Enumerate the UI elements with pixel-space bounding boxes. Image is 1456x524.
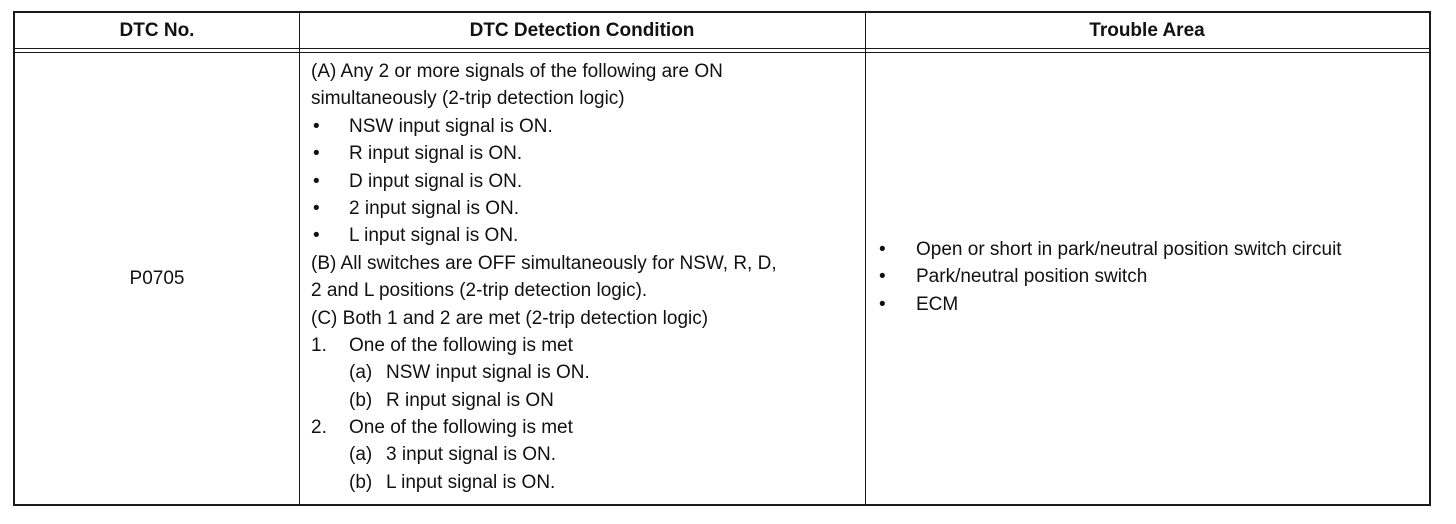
trouble-area-text: Park/neutral position switch [916, 266, 1148, 288]
item-number: 2. [311, 417, 327, 439]
sub-item-label: (a) [349, 362, 373, 384]
sub-item-text: R input signal is ON [386, 389, 554, 411]
bullet-icon: • [313, 225, 320, 247]
list-item: • Open or short in park/neutral position… [877, 236, 1427, 263]
bullet-icon: • [313, 143, 320, 165]
sub-item-label: (b) [349, 471, 373, 493]
sub-item-label: (a) [349, 444, 373, 466]
trouble-area-cell: • Open or short in park/neutral position… [877, 236, 1427, 318]
list-item: • 2 input signal is ON. [311, 195, 861, 222]
numbered-item-text: One of the following is met [349, 417, 573, 439]
header-detection-condition: DTC Detection Condition [469, 20, 695, 41]
column-divider [299, 13, 300, 504]
bullet-icon: • [313, 115, 320, 137]
table-header-row: DTC No. DTC Detection Condition Trouble … [15, 13, 1429, 53]
sub-item-text: 3 input signal is ON. [386, 444, 557, 466]
sub-item: (b) L input signal is ON. [311, 469, 861, 496]
condition-a-heading: (A) Any 2 or more signals of the followi… [311, 61, 723, 82]
sub-item: (a) 3 input signal is ON. [311, 441, 861, 468]
list-item-text: NSW input signal is ON. [349, 115, 553, 137]
list-item: • Park/neutral position switch [877, 263, 1427, 290]
trouble-area-text: ECM [916, 293, 959, 315]
detection-condition-cell: (A) Any 2 or more signals of the followi… [311, 58, 861, 496]
numbered-item: 1. One of the following is met [311, 332, 861, 359]
bullet-icon: • [879, 266, 886, 288]
condition-a-heading-cont: simultaneously (2-trip detection logic) [311, 88, 625, 110]
header-dtc-no: DTC No. [119, 20, 195, 41]
bullet-icon: • [313, 170, 320, 192]
condition-b-cont: 2 and L positions (2-trip detection logi… [311, 280, 648, 302]
bullet-icon: • [313, 197, 320, 219]
condition-b: (B) All switches are OFF simultaneously … [311, 252, 777, 274]
sub-item: (b) R input signal is ON [311, 387, 861, 414]
table-row: P0705 (A) Any 2 or more signals of the f… [15, 54, 1429, 504]
column-divider [865, 13, 866, 504]
dtc-code: P0705 [129, 268, 185, 289]
list-item-text: D input signal is ON. [349, 170, 523, 192]
sub-item: (a) NSW input signal is ON. [311, 359, 861, 386]
sub-item-text: NSW input signal is ON. [386, 362, 590, 384]
list-item-text: 2 input signal is ON. [349, 197, 520, 219]
sub-item-label: (b) [349, 389, 373, 411]
condition-c: (C) Both 1 and 2 are met (2-trip detecti… [311, 307, 709, 329]
trouble-area-text: Open or short in park/neutral position s… [916, 239, 1342, 260]
item-number: 1. [311, 334, 327, 356]
dtc-code-cell: P0705 [15, 54, 299, 504]
sub-item-text: L input signal is ON. [386, 471, 556, 493]
bullet-icon: • [879, 293, 886, 315]
list-item: • ECM [877, 291, 1427, 318]
list-item: • NSW input signal is ON. [311, 113, 861, 140]
list-item-text: R input signal is ON. [349, 143, 523, 165]
header-trouble-area: Trouble Area [1089, 20, 1205, 41]
list-item: • D input signal is ON. [311, 168, 861, 195]
list-item: • R input signal is ON. [311, 140, 861, 167]
numbered-item-text: One of the following is met [349, 334, 573, 356]
list-item-text: L input signal is ON. [349, 225, 519, 247]
dtc-table: DTC No. DTC Detection Condition Trouble … [13, 11, 1431, 506]
bullet-icon: • [879, 239, 886, 260]
numbered-item: 2. One of the following is met [311, 414, 861, 441]
list-item: • L input signal is ON. [311, 222, 861, 249]
